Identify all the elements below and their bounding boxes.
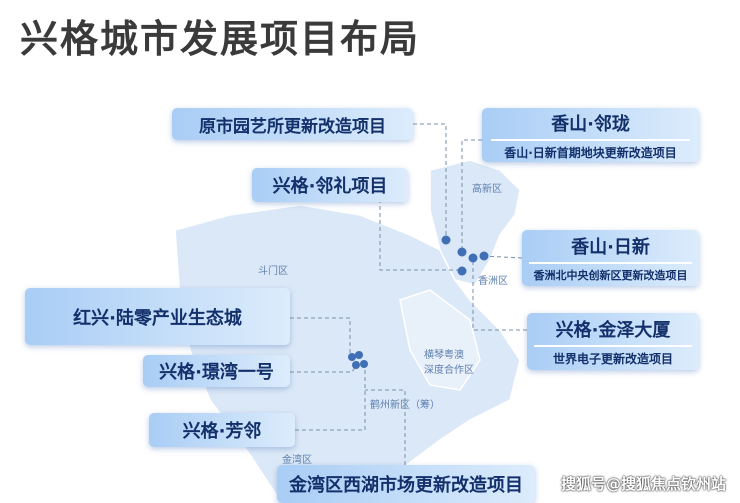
district-label: 鹤州新区（筹）	[370, 400, 440, 411]
project-title: 香山·邻珑	[551, 113, 630, 135]
project-subtitle: 香山·日新首期地块更新改造项目	[504, 145, 677, 160]
divider	[533, 345, 693, 347]
district-label: 高新区	[472, 184, 502, 195]
district-label: 金湾区	[282, 455, 312, 466]
map-north	[429, 159, 521, 286]
dot	[468, 253, 478, 263]
project-box: 金湾区西湖市场更新改造项目	[277, 465, 535, 503]
project-subtitle: 香洲北中央创新区更新改造项目	[533, 269, 688, 282]
page-title: 兴格城市发展项目布局	[20, 17, 421, 61]
project-dots	[348, 235, 489, 369]
project-title: 红兴·陆零产业生态城	[73, 307, 242, 329]
project-title: 原市园艺所更新改造项目	[199, 116, 386, 137]
project-box: 兴格·金泽大厦世界电子更新改造项目	[527, 313, 699, 370]
dot	[360, 360, 368, 368]
divider	[490, 138, 691, 141]
project-title: 兴格·金泽大厦	[555, 320, 671, 341]
dot	[352, 361, 360, 369]
project-box: 香山·邻珑香山·日新首期地块更新改造项目	[482, 108, 699, 162]
district-label: 香洲区	[478, 276, 508, 287]
district-label: 斗门区	[258, 266, 288, 277]
project-title: 金湾区西湖市场更新改造项目	[289, 475, 523, 496]
project-box: 兴格·璟湾一号	[143, 355, 290, 387]
district-label: 深度合作区	[424, 365, 474, 376]
project-title: 兴格·邻礼项目	[272, 176, 388, 197]
project-title: 兴格·璟湾一号	[159, 362, 274, 383]
project-box: 兴格·芳邻	[149, 413, 295, 447]
project-box: 香山·日新香洲北中央创新区更新改造项目	[522, 230, 699, 286]
dot	[355, 351, 363, 359]
watermark: 搜狐号@搜狐焦点钦州站	[560, 475, 726, 493]
dot	[457, 247, 467, 257]
dot	[348, 353, 356, 361]
dot	[441, 235, 451, 245]
project-box: 原市园艺所更新改造项目	[172, 108, 413, 140]
dot	[479, 251, 489, 261]
divider	[529, 262, 692, 264]
project-title: 香山·日新	[571, 237, 650, 258]
map-island	[399, 289, 481, 391]
project-box: 红兴·陆零产业生态城	[25, 288, 290, 345]
project-box: 兴格·邻礼项目	[252, 168, 408, 202]
district-label: 横琴粤澳	[424, 350, 464, 361]
project-subtitle: 世界电子更新改造项目	[552, 352, 673, 366]
project-title: 兴格·芳邻	[182, 421, 262, 442]
dot	[457, 266, 467, 276]
